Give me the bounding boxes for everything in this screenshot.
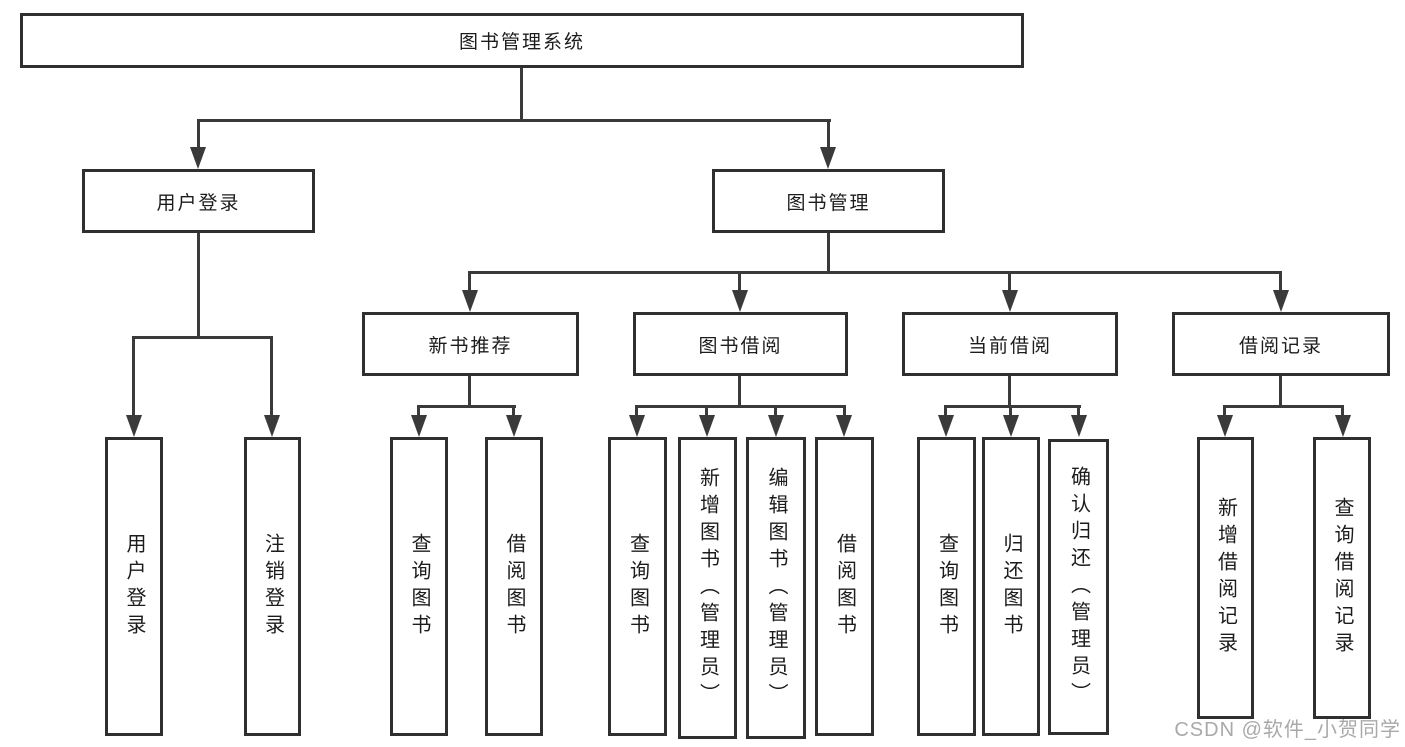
connector-line xyxy=(827,119,830,151)
connector-arrow-icon xyxy=(264,415,280,437)
connector-line xyxy=(468,271,1282,274)
node-leaf-borrow-books: 借阅图书 xyxy=(815,437,874,736)
node-book-management: 图书管理 xyxy=(712,169,945,233)
node-leaf-add-books-admin: 新增图书（管理员） xyxy=(678,437,737,739)
leaf-label: 新增图书（管理员） xyxy=(696,466,719,710)
leaf-label: 借阅图书 xyxy=(503,532,525,641)
csdn-watermark: CSDN @软件_小贺同学 xyxy=(1174,719,1401,741)
connector-arrow-icon xyxy=(768,415,784,437)
connector-line xyxy=(1009,405,1012,418)
connector-arrow-icon xyxy=(1335,415,1351,437)
leaf-label: 用户登录 xyxy=(123,532,145,641)
connector-line xyxy=(468,376,471,408)
node-leaf-edit-books-admin: 编辑图书（管理员） xyxy=(746,437,806,739)
connector-line xyxy=(1223,405,1226,418)
connector-line xyxy=(417,405,516,408)
node-leaf-logout: 注销登录 xyxy=(244,437,301,736)
connector-arrow-icon xyxy=(1003,415,1019,437)
connector-line xyxy=(1279,271,1282,294)
connector-line xyxy=(270,336,273,419)
connector-arrow-icon xyxy=(462,290,478,312)
connector-line xyxy=(512,405,515,418)
connector-line xyxy=(468,271,471,294)
connector-arrow-icon xyxy=(699,415,715,437)
connector-line xyxy=(738,376,741,408)
node-leaf-user-login: 用户登录 xyxy=(105,437,163,736)
leaf-label: 查询借阅记录 xyxy=(1331,497,1353,659)
connector-arrow-icon xyxy=(732,290,748,312)
connector-arrow-icon xyxy=(411,415,427,437)
connector-line xyxy=(132,336,135,419)
connector-line xyxy=(197,233,200,339)
connector-line xyxy=(1077,405,1080,418)
node-library-management-system: 图书管理系统 xyxy=(20,13,1024,68)
connector-line xyxy=(1223,405,1344,408)
connector-arrow-icon xyxy=(506,415,522,437)
connector-line xyxy=(944,405,1081,408)
node-leaf-add-borrow-record: 新增借阅记录 xyxy=(1197,437,1254,719)
connector-line xyxy=(635,405,638,418)
connector-line xyxy=(1008,376,1011,408)
connector-arrow-icon xyxy=(126,415,142,437)
connector-line xyxy=(944,405,947,418)
connector-arrow-icon xyxy=(836,415,852,437)
node-user-login: 用户登录 xyxy=(82,169,315,233)
node-borrowing-records: 借阅记录 xyxy=(1172,312,1390,376)
leaf-label: 查询图书 xyxy=(626,532,649,641)
node-leaf-query-books-recommend: 查询图书 xyxy=(390,437,448,736)
connector-line xyxy=(197,119,200,151)
connector-line xyxy=(1341,405,1344,418)
connector-line xyxy=(705,405,708,418)
node-leaf-confirm-return-admin: 确认归还（管理员） xyxy=(1048,439,1109,735)
node-leaf-borrow-books-recommend: 借阅图书 xyxy=(485,437,543,736)
node-leaf-return-books: 归还图书 xyxy=(982,437,1040,736)
leaf-label: 查询图书 xyxy=(935,532,958,641)
leaf-label: 确认归还（管理员） xyxy=(1067,465,1090,709)
node-leaf-query-borrow-record: 查询借阅记录 xyxy=(1313,437,1371,719)
connector-line xyxy=(132,336,273,339)
leaf-label: 借阅图书 xyxy=(833,532,856,641)
connector-arrow-icon xyxy=(190,147,206,169)
connector-line xyxy=(635,405,846,408)
connector-arrow-icon xyxy=(1273,290,1289,312)
connector-line xyxy=(1008,271,1011,294)
connector-line xyxy=(197,119,831,122)
leaf-label: 编辑图书（管理员） xyxy=(765,466,787,710)
leaf-label: 新增借阅记录 xyxy=(1214,497,1237,659)
node-book-borrowing: 图书借阅 xyxy=(633,312,848,376)
connector-arrow-icon xyxy=(1217,415,1233,437)
connector-line xyxy=(738,271,741,294)
leaf-label: 注销登录 xyxy=(261,532,284,641)
node-new-book-recommendation: 新书推荐 xyxy=(362,312,579,376)
node-current-borrowing: 当前借阅 xyxy=(902,312,1118,376)
node-leaf-query-books-current: 查询图书 xyxy=(917,437,976,736)
connector-line xyxy=(1279,376,1282,408)
connector-arrow-icon xyxy=(820,147,836,169)
connector-line xyxy=(827,233,830,273)
leaf-label: 查询图书 xyxy=(408,532,430,641)
connector-arrow-icon xyxy=(938,415,954,437)
connector-line xyxy=(774,405,777,418)
connector-line xyxy=(843,405,846,418)
leaf-label: 归还图书 xyxy=(1000,532,1022,641)
node-leaf-query-books-borrowing: 查询图书 xyxy=(608,437,667,736)
connector-line xyxy=(417,405,420,418)
connector-arrow-icon xyxy=(1002,290,1018,312)
connector-line xyxy=(520,68,523,121)
connector-arrow-icon xyxy=(629,415,645,437)
connector-arrow-icon xyxy=(1071,415,1087,437)
